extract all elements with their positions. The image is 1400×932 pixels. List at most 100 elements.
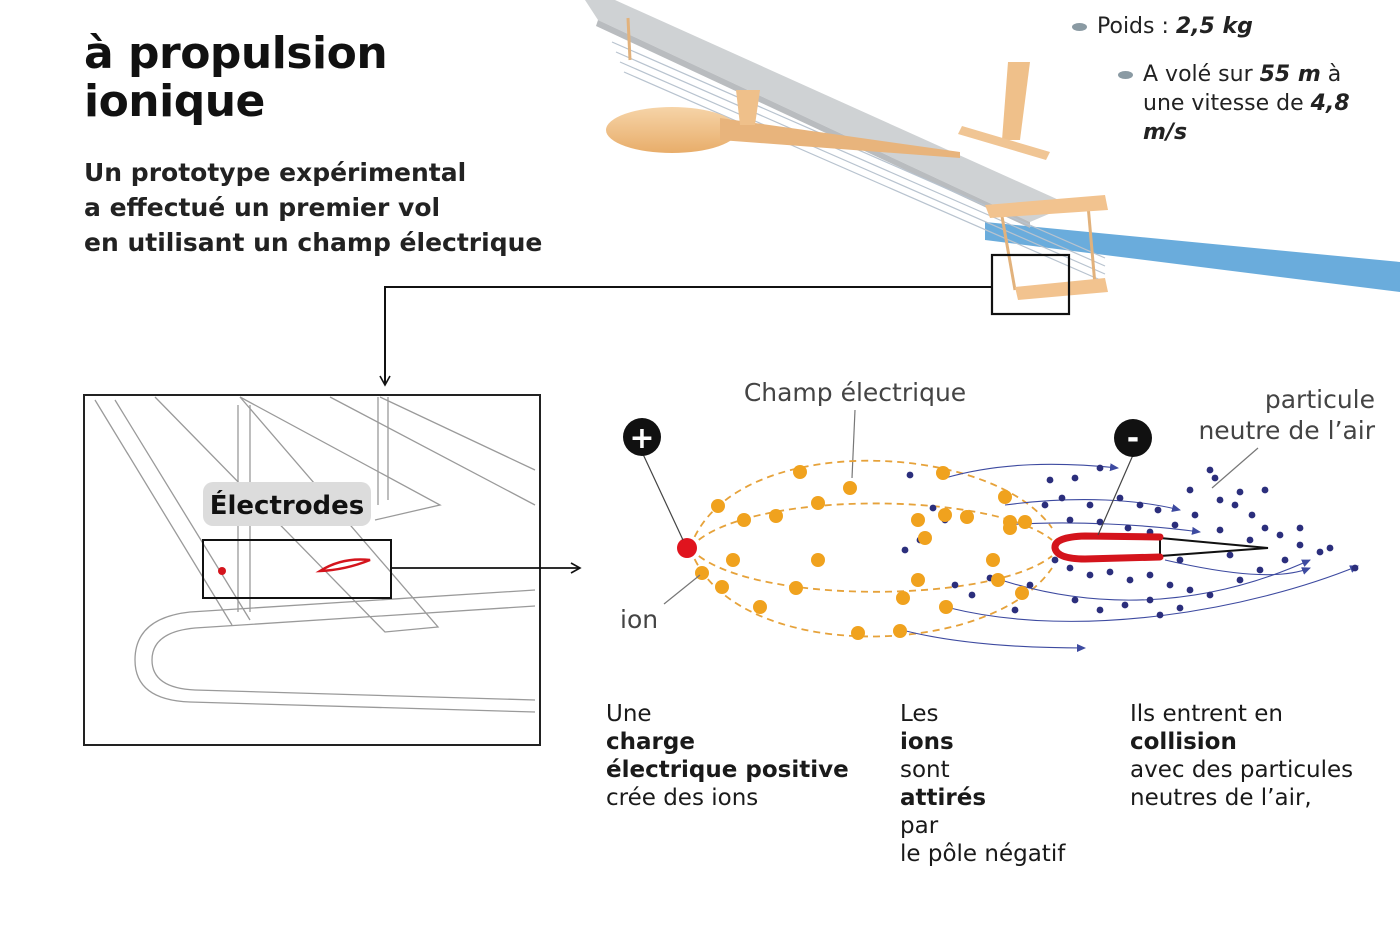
bullet-icon	[1072, 23, 1087, 31]
air-particle	[1206, 591, 1214, 599]
air-particle	[1086, 571, 1094, 579]
ion-particle	[938, 508, 952, 522]
field-label: Champ électrique	[744, 378, 966, 407]
air-particle	[1051, 556, 1059, 564]
subtitle-line-3: en utilisant un champ électrique	[84, 228, 543, 257]
flight-mid: à	[1320, 62, 1342, 87]
electrodes-label-bg	[203, 482, 371, 526]
air-particle	[1216, 526, 1224, 534]
ion-particle	[998, 490, 1012, 504]
ion-particle	[936, 466, 950, 480]
fuselage-pod	[606, 107, 738, 153]
air-particle	[901, 546, 909, 554]
ion-particle	[711, 499, 725, 513]
step-2-text-2a: sont	[900, 757, 950, 783]
electrode-detail-panel: Électrodes	[83, 394, 541, 746]
wing	[585, 0, 1070, 222]
step-3-bold: collision	[1130, 729, 1237, 755]
step-1-text: Une	[606, 701, 652, 727]
bullet-icon	[1118, 71, 1133, 79]
frame-rail-6	[379, 396, 536, 471]
frame-rail-4	[239, 396, 442, 521]
air-particle	[1046, 476, 1054, 484]
air-particle	[1066, 516, 1074, 524]
detail-positive-electrode	[218, 567, 226, 575]
air-particles	[901, 464, 1359, 619]
air-particle	[1011, 606, 1019, 614]
air-particle	[1256, 566, 1264, 574]
air-particle	[1316, 548, 1324, 556]
ion-particle	[991, 573, 1005, 587]
title-line-2: ionique	[84, 76, 265, 127]
air-particle	[1041, 501, 1049, 509]
minus-leader	[1097, 454, 1134, 536]
wing-tip-upper	[985, 195, 1108, 218]
air-particle	[1176, 604, 1184, 612]
air-particle	[1236, 488, 1244, 496]
plus-leader	[641, 451, 684, 541]
plus-pole-icon	[623, 418, 661, 456]
electrodes-label: Électrodes	[210, 489, 365, 521]
ion-particle	[769, 509, 783, 523]
ion-particle	[911, 513, 925, 527]
step-2-text-3: le pôle négatif	[900, 841, 1066, 867]
air-particle	[1086, 501, 1094, 509]
connector-arrow	[379, 286, 992, 387]
airflow-arrow	[901, 629, 1086, 652]
air-particle	[1246, 536, 1254, 544]
ion-particle	[1003, 521, 1017, 535]
air-particle	[1261, 486, 1269, 494]
airflow-arrow	[1004, 499, 1181, 512]
ion-particle	[715, 580, 729, 594]
positive-electrode	[677, 538, 697, 558]
air-particle	[1156, 611, 1164, 619]
ion-particle	[911, 573, 925, 587]
frame-rail-5	[329, 396, 536, 506]
ion-particle	[793, 465, 807, 479]
electric-field-diagram: Champ électrique + - ion particule neutr…	[620, 378, 1376, 652]
step-2-caption: Les ions sont attirés par le pôle négati…	[900, 700, 1065, 868]
air-particle	[929, 504, 937, 512]
weight-spec: Poids : 2,5 kg	[1072, 12, 1253, 41]
field-label-leader	[851, 409, 856, 479]
air-particle	[1066, 564, 1074, 572]
air-particle	[1296, 541, 1304, 549]
ion-particle	[737, 513, 751, 527]
minus-pole-icon	[1114, 419, 1152, 457]
ions	[695, 465, 1032, 640]
air-particle	[1071, 474, 1079, 482]
airflow-arrow	[1164, 559, 1311, 576]
air-particle	[1186, 486, 1194, 494]
step-1-bold-2: électrique positive	[606, 757, 849, 783]
air-particle	[1166, 581, 1174, 589]
wing-tip-lower	[1015, 278, 1108, 300]
ion-particle	[939, 600, 953, 614]
ion-particle	[960, 510, 974, 524]
step-3-text-2: avec des particules	[1130, 757, 1354, 783]
step-2-bold: ions	[900, 729, 954, 755]
field-line	[689, 502, 1053, 549]
detail-panel-frame	[83, 394, 541, 746]
subtitle-line-1: Un prototype expérimental	[84, 158, 467, 187]
step-1-text-3: crée des ions	[606, 785, 759, 811]
step-3-caption: Ils entrent en collision avec des partic…	[1130, 700, 1353, 812]
air-particle	[1171, 521, 1179, 529]
air-particle	[1058, 494, 1066, 502]
air-particle	[1261, 524, 1269, 532]
air-particle	[1146, 571, 1154, 579]
air-particle	[1154, 506, 1162, 514]
air-particle	[1281, 556, 1289, 564]
air-particle	[1231, 501, 1239, 509]
tail-plane	[958, 126, 1050, 160]
air-particle	[1248, 511, 1256, 519]
air-particle	[1176, 556, 1184, 564]
speed-value: 4,8 m/s	[1143, 91, 1350, 145]
flight-distance: 55 m	[1259, 62, 1321, 87]
step-3-text: Ils entrent en	[1130, 701, 1283, 727]
ion-particle	[896, 591, 910, 605]
step-1-caption: Une charge électrique positive crée des …	[606, 700, 849, 812]
air-particle	[1071, 596, 1079, 604]
ion-particle	[811, 553, 825, 567]
ion-particle	[918, 531, 932, 545]
air-particle	[951, 581, 959, 589]
